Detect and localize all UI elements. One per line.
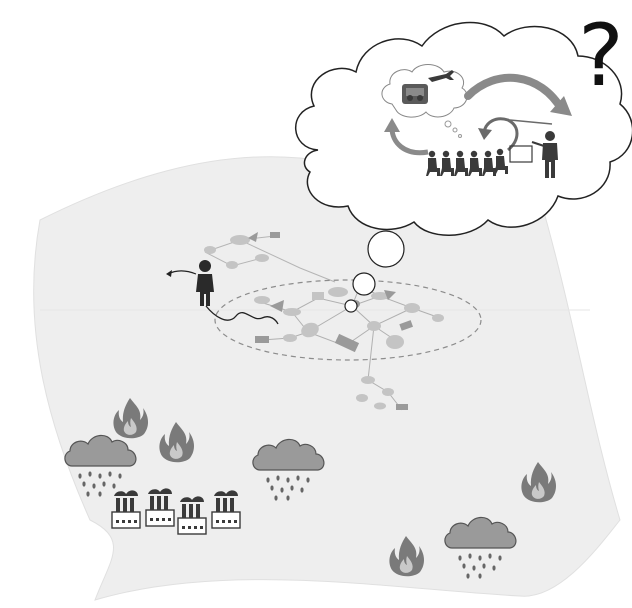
thought-dot-large: [368, 231, 404, 267]
question-mark: ?: [576, 6, 626, 106]
thought-dot-medium: [353, 273, 375, 295]
tourism-photo-icon: [402, 84, 428, 104]
thought-dot-small: [345, 300, 357, 312]
